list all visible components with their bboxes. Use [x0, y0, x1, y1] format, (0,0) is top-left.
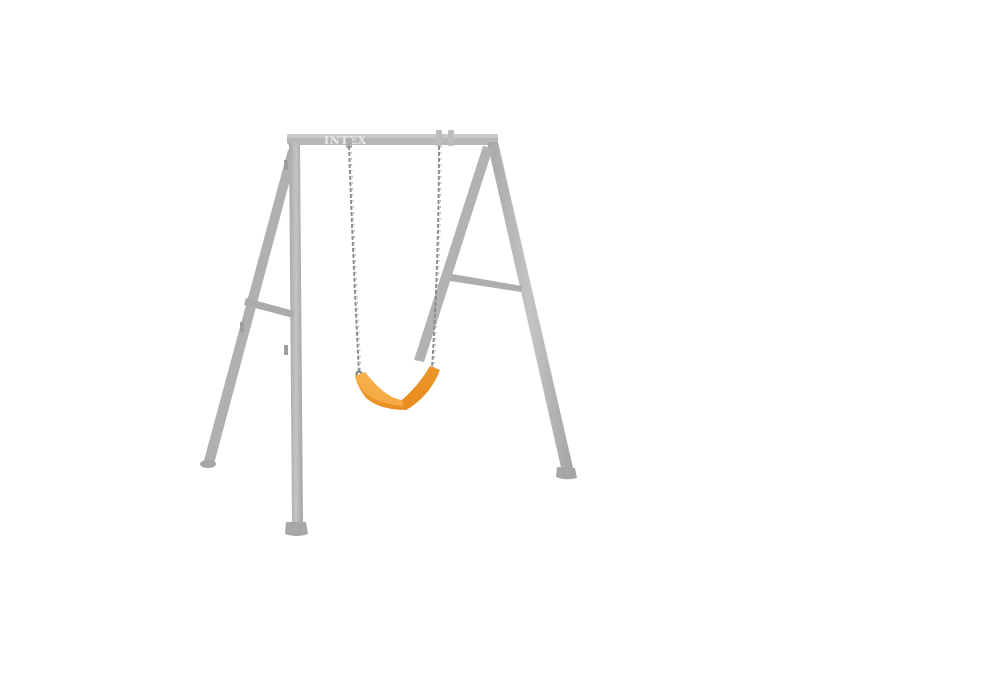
right-leg-frame — [414, 142, 577, 480]
brand-logo-text: INTEX — [324, 134, 367, 147]
top-beam: INTEX — [287, 130, 498, 148]
left-leg-frame — [200, 142, 308, 536]
swing-seat — [355, 366, 440, 410]
swing-chains — [348, 145, 442, 378]
